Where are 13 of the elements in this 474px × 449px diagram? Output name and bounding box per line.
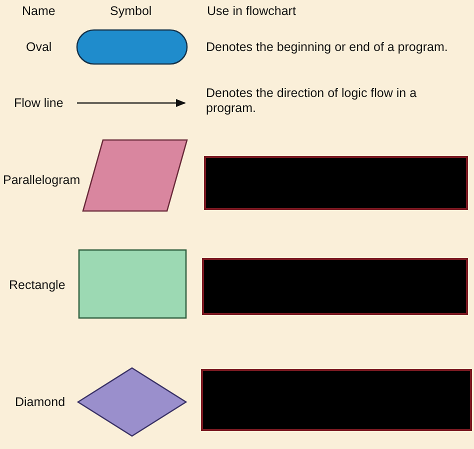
description-text: Denotes the direction of logic flow in a program.: [206, 86, 418, 116]
row-name: Parallelogram: [3, 173, 80, 188]
parallelogram-symbol: [82, 139, 188, 212]
row-name: Flow line: [14, 96, 64, 111]
row-name: Diamond: [15, 395, 66, 410]
diamond-symbol: [76, 367, 188, 437]
description-text: Denotes the beginning or end of a program.: [206, 40, 448, 55]
row-name: Oval: [26, 40, 52, 55]
column-header: Symbol: [110, 4, 152, 19]
column-header: Name: [22, 4, 56, 19]
box-symbol: [78, 249, 187, 319]
row-name: Rectangle: [9, 278, 66, 293]
column-header: Use in flowchart: [207, 4, 296, 19]
